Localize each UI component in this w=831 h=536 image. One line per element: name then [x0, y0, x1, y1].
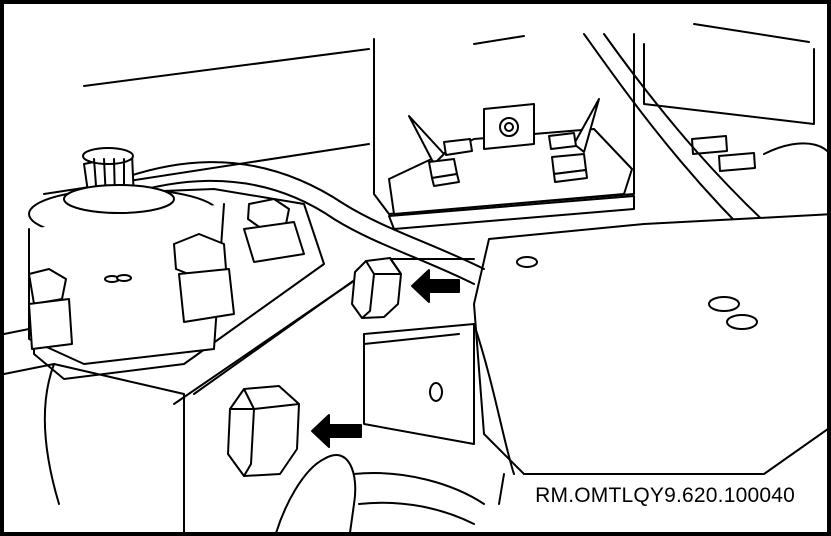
input-shaft — [63, 147, 175, 214]
bracket-bolt — [548, 132, 577, 150]
bracket-bolt — [428, 158, 460, 187]
housing-bolt — [28, 268, 73, 350]
bracket-bolt — [691, 135, 728, 155]
mounting-bracket — [373, 33, 756, 230]
bracket-bolt — [718, 152, 756, 172]
pump-housing — [28, 147, 325, 380]
arrow-left-icon — [311, 414, 362, 448]
bracket-bolt — [443, 138, 473, 156]
hand — [275, 454, 485, 532]
arrow-left-icon — [411, 269, 460, 303]
bracket-bolt — [551, 153, 588, 183]
lower-bolt — [227, 385, 300, 477]
housing-bolt — [173, 233, 235, 323]
line-drawing — [4, 23, 827, 532]
upper-bolt — [351, 257, 402, 319]
reference-code: RM.OMTLQY9.620.100040 — [533, 484, 797, 508]
mounting-plate — [473, 213, 827, 505]
housing-bolt — [243, 198, 305, 263]
